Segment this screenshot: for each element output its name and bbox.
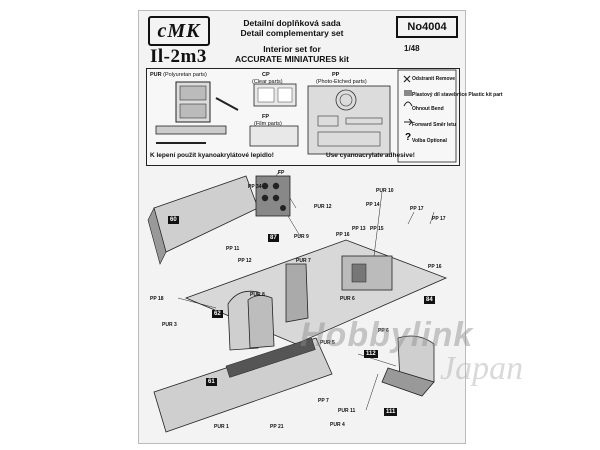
callout-pp18: PP 18 bbox=[150, 296, 164, 302]
callout-pur6: PUR 6 bbox=[340, 296, 355, 302]
watermark-hobbylink: Hobbylink bbox=[300, 316, 474, 354]
legend-bend: Ohnout Bend bbox=[412, 106, 444, 112]
cp-note: (Clear parts) bbox=[252, 79, 283, 85]
callout-pur8: PUR 8 bbox=[250, 292, 265, 298]
callout-pur1: PUR 1 bbox=[214, 424, 229, 430]
model-name: Il-2m3 bbox=[150, 46, 207, 67]
callout-pp16a: PP 16 bbox=[336, 232, 350, 238]
callout-pp17a: PP 17 bbox=[410, 206, 424, 212]
subtitle: Interior set for bbox=[263, 44, 321, 54]
legend-optional: Volba Optional bbox=[412, 138, 447, 144]
adhesive-warning-en: Use cyanoacrylate adhesive! bbox=[326, 152, 415, 159]
step-62: 62 bbox=[212, 310, 223, 318]
legend-forward: Forward Směr letu bbox=[412, 122, 456, 128]
callout-pp14: PP 14 bbox=[366, 202, 380, 208]
pur-label: PUR (Polyuretan parts) bbox=[150, 72, 207, 78]
callout-pp6: PP 6 bbox=[378, 328, 389, 334]
svg-text:?: ? bbox=[405, 132, 411, 143]
step-60: 60 bbox=[168, 216, 179, 224]
kit-name: ACCURATE MINIATURES kit bbox=[235, 54, 349, 64]
legend-remove: Odstranit Remove bbox=[412, 76, 456, 82]
step-87: 87 bbox=[268, 234, 279, 242]
callout-pur11: PUR 11 bbox=[338, 408, 356, 414]
scale: 1/48 bbox=[404, 44, 420, 53]
pp-note: (Photo-Etched parts) bbox=[316, 79, 367, 85]
callout-pp21: PP 21 bbox=[270, 424, 284, 430]
callout-pur10: PUR 10 bbox=[376, 188, 394, 194]
title-czech: Detailní doplňková sada bbox=[243, 18, 341, 28]
legend-plastic: Plastový díl stavebnice Plastic kit part bbox=[412, 92, 503, 98]
fp-note: (Film parts) bbox=[254, 121, 282, 127]
callout-pp15: PP 15 bbox=[370, 226, 384, 232]
callout-pur4: PUR 4 bbox=[330, 422, 345, 428]
step-112: 112 bbox=[364, 350, 378, 358]
parts-illustrations: ? bbox=[155, 69, 457, 163]
callout-pur7: PUR 7 bbox=[296, 258, 311, 264]
callout-pp17b: PP 17 bbox=[432, 216, 446, 222]
adhesive-warning-cz: K lepení použít kyanoakrylátové lepidlo! bbox=[150, 152, 274, 159]
pp-label: PP bbox=[332, 72, 340, 78]
callout-pp12: PP 12 bbox=[238, 258, 252, 264]
step-111: 111 bbox=[384, 408, 398, 416]
callout-pp11: PP 11 bbox=[226, 246, 240, 252]
assembly-diagram bbox=[147, 169, 448, 433]
callout-pur3: PUR 3 bbox=[162, 322, 177, 328]
title-english: Detail complementary set bbox=[240, 28, 344, 38]
callout-pp16b: PP 16 bbox=[428, 264, 442, 270]
cmk-logo: cMK bbox=[148, 16, 210, 46]
callout-pp34: PP 34 bbox=[248, 184, 262, 190]
callout-pur9: PUR 9 bbox=[294, 234, 309, 240]
cp-label: CP bbox=[262, 72, 270, 78]
step-84: 84 bbox=[424, 296, 435, 304]
callout-pp13: PP 13 bbox=[352, 226, 366, 232]
callout-fp: FP bbox=[278, 170, 285, 176]
callout-pur12: PUR 12 bbox=[314, 204, 332, 210]
product-number: No4004 bbox=[396, 16, 458, 38]
fp-label: FP bbox=[262, 114, 270, 120]
watermark-japan: Japan bbox=[440, 350, 524, 387]
step-61: 61 bbox=[206, 378, 217, 386]
callout-pur5: PUR 5 bbox=[320, 340, 335, 346]
callout-pp7: PP 7 bbox=[318, 398, 329, 404]
